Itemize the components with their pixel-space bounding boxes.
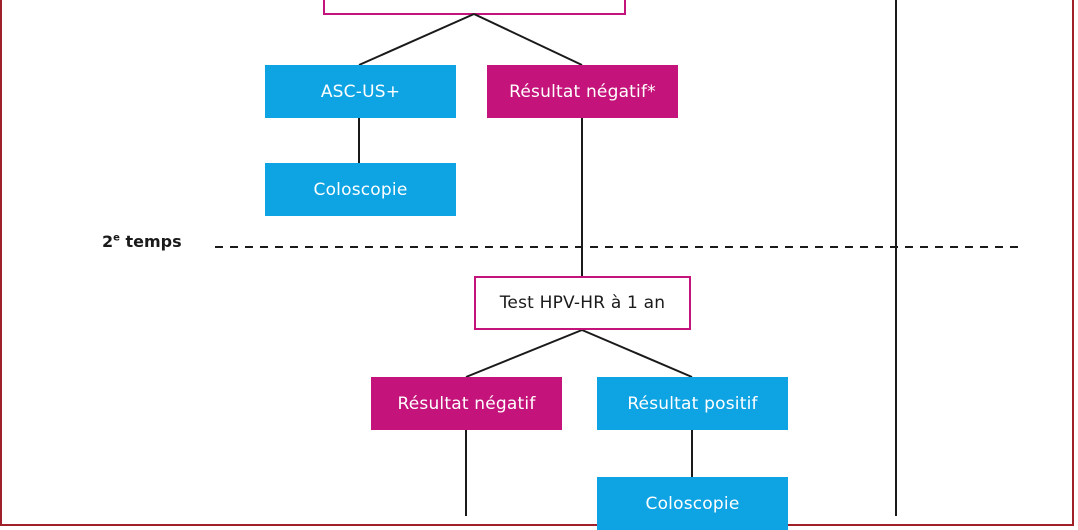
node-result-negative: Résultat négatif: [371, 377, 562, 430]
stage-label: 2e temps: [102, 232, 182, 251]
node-hpv-test: Test HPV-HR à 1 an: [474, 276, 691, 330]
node-colposcopy-1-label: Coloscopie: [313, 179, 408, 200]
connector-top-to-ascus: [358, 13, 475, 66]
node-colposcopy-2-label: Coloscopie: [645, 493, 740, 514]
connector-top-to-neg-star: [473, 13, 583, 66]
node-result-negative-star: Résultat négatif*: [487, 65, 678, 118]
connector-lines: [215, 0, 1022, 516]
top-partial-box: [323, 0, 626, 15]
stage-number: 2: [102, 232, 114, 251]
node-colposcopy-1: Coloscopie: [265, 163, 456, 216]
node-ascus-label: ASC-US+: [320, 81, 401, 102]
node-hpv-test-label: Test HPV-HR à 1 an: [499, 293, 666, 313]
node-result-negative-label: Résultat négatif: [397, 393, 536, 414]
stage-text: temps: [119, 232, 182, 251]
node-result-positive: Résultat positif: [597, 377, 788, 430]
node-result-negative-star-label: Résultat négatif*: [509, 81, 656, 102]
node-ascus: ASC-US+: [265, 65, 456, 118]
stage-suffix: e: [113, 232, 120, 244]
node-result-positive-label: Résultat positif: [627, 393, 758, 414]
connector-hpv-to-pos: [581, 329, 693, 378]
connector-hpv-to-neg: [465, 329, 583, 378]
node-colposcopy-2: Coloscopie: [597, 477, 788, 530]
